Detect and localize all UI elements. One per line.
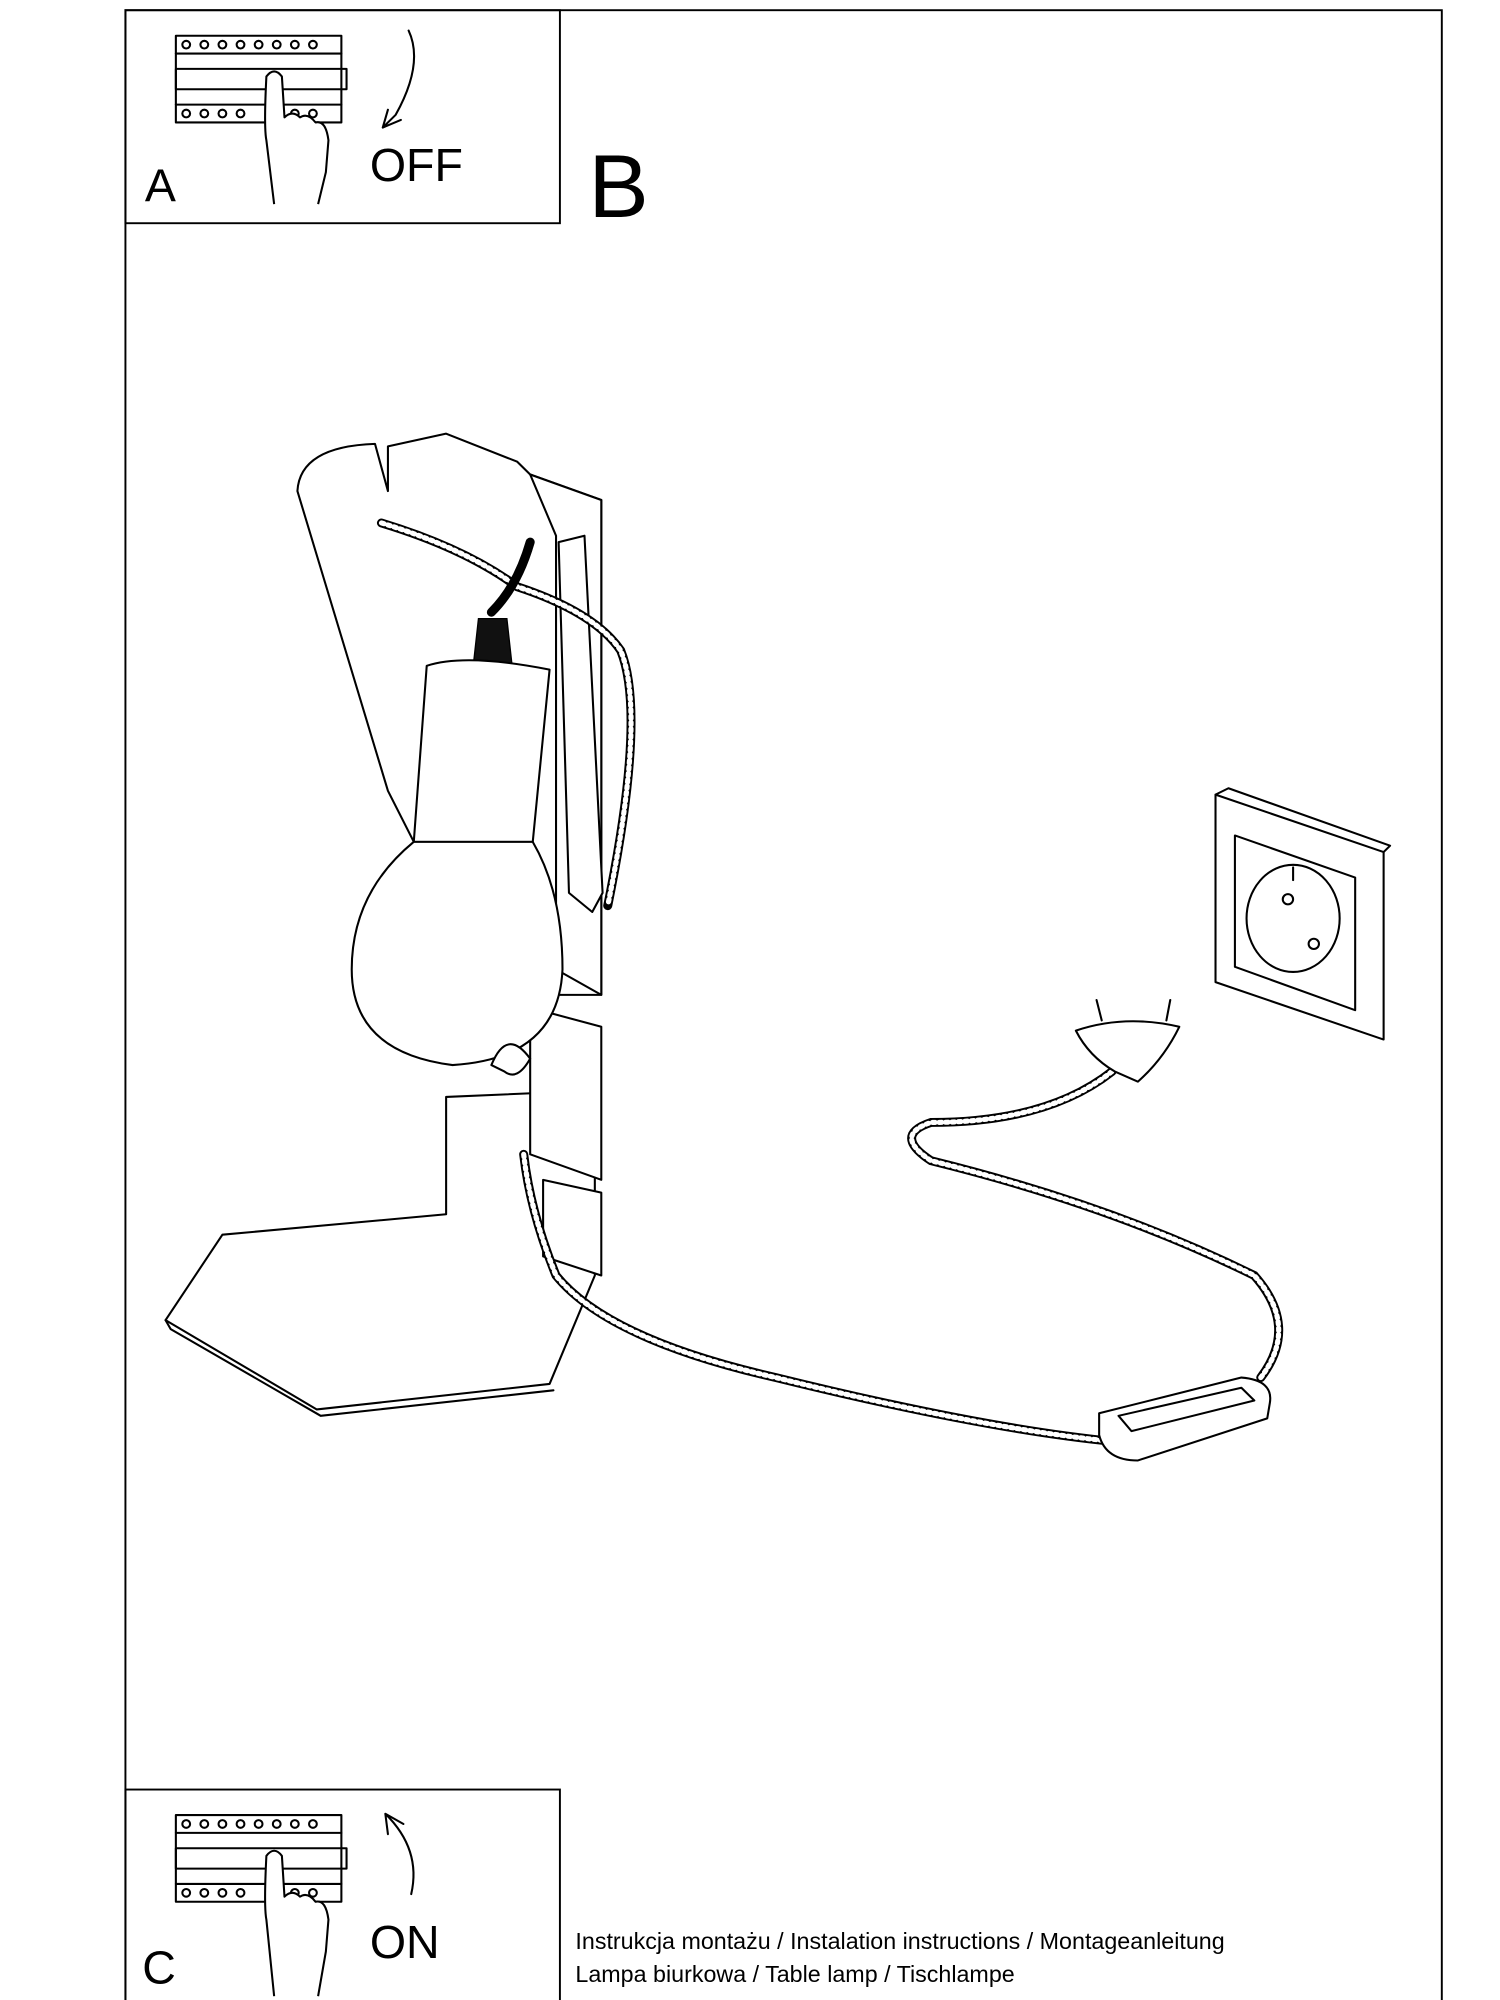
panel-a: A OFF (124, 9, 561, 225)
panel-a-label: A (145, 160, 176, 212)
arrow-down-icon (381, 29, 416, 129)
cord-switch-icon (1098, 1376, 1272, 1462)
circuit-breaker-icon (174, 34, 348, 124)
footer-title: Instrukcja montażu / Instalation instruc… (575, 1928, 1224, 1954)
page-frame (124, 9, 1443, 2000)
panel-a-action: OFF (370, 139, 463, 191)
panel-c: C ON (124, 1788, 561, 2000)
footer-subtitle: Lampa biurkowa / Table lamp / Tischlampe (575, 1961, 1014, 1987)
panel-b-label: B (588, 137, 648, 236)
wall-socket-icon (1214, 787, 1392, 1041)
circuit-breaker-icon (174, 1814, 348, 1903)
panel-c-label: C (142, 1942, 176, 1994)
hand-pointer-icon (264, 1849, 330, 1997)
plug-icon (1074, 998, 1181, 1083)
arrow-up-icon (384, 1812, 415, 1896)
table-lamp-illustration (164, 432, 1392, 1462)
panel-c-action: ON (370, 1916, 440, 1968)
hand-pointer-icon (264, 70, 330, 205)
